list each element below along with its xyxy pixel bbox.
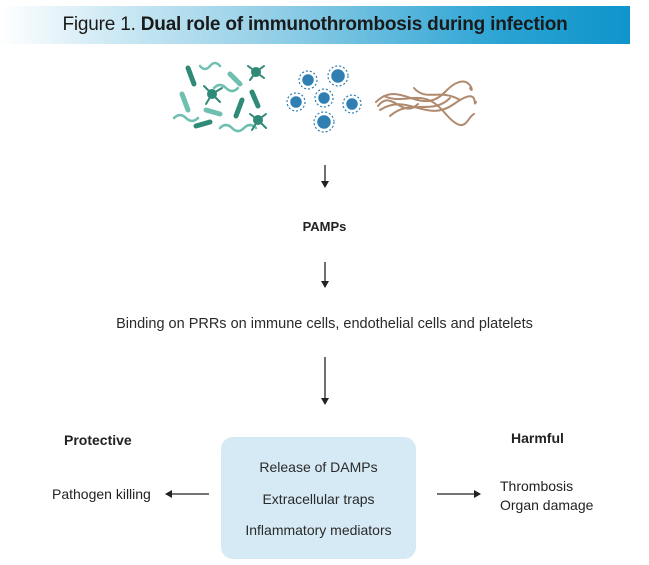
fungi-icon [375,80,477,127]
mechanisms-box: Release of DAMPs Extracellular traps Inf… [221,437,416,559]
bacteria-icon [172,61,267,133]
figure-title: Figure 1. Dual role of immunothrombosis … [0,6,630,44]
harmful-heading: Harmful [511,430,564,446]
outcome-pathogen-killing: Pathogen killing [52,486,151,502]
pathogen-illustration [172,61,477,133]
title-banner: Figure 1. Dual role of immunothrombosis … [0,6,630,44]
protective-heading: Protective [64,432,132,448]
binding-label: Binding on PRRs on immune cells, endothe… [116,316,533,332]
figure-number: Figure 1. [62,14,136,35]
outcome-thrombosis: Thrombosis [500,478,574,494]
pamps-label: PAMPs [302,219,347,234]
virus-icon [286,65,362,133]
mechanism-inflammatory-mediators: Inflammatory mediators [245,522,392,538]
mechanism-extracellular-traps: Extracellular traps [262,491,375,507]
outcome-organ-damage: Organ damage [500,497,594,513]
figure-title-main: Dual role of immunothrombosis during inf… [140,14,568,35]
mechanism-damps: Release of DAMPs [259,459,378,475]
protective-outcome: Pathogen killing [52,486,151,502]
harmful-outcomes: Thrombosis Organ damage [500,477,593,515]
